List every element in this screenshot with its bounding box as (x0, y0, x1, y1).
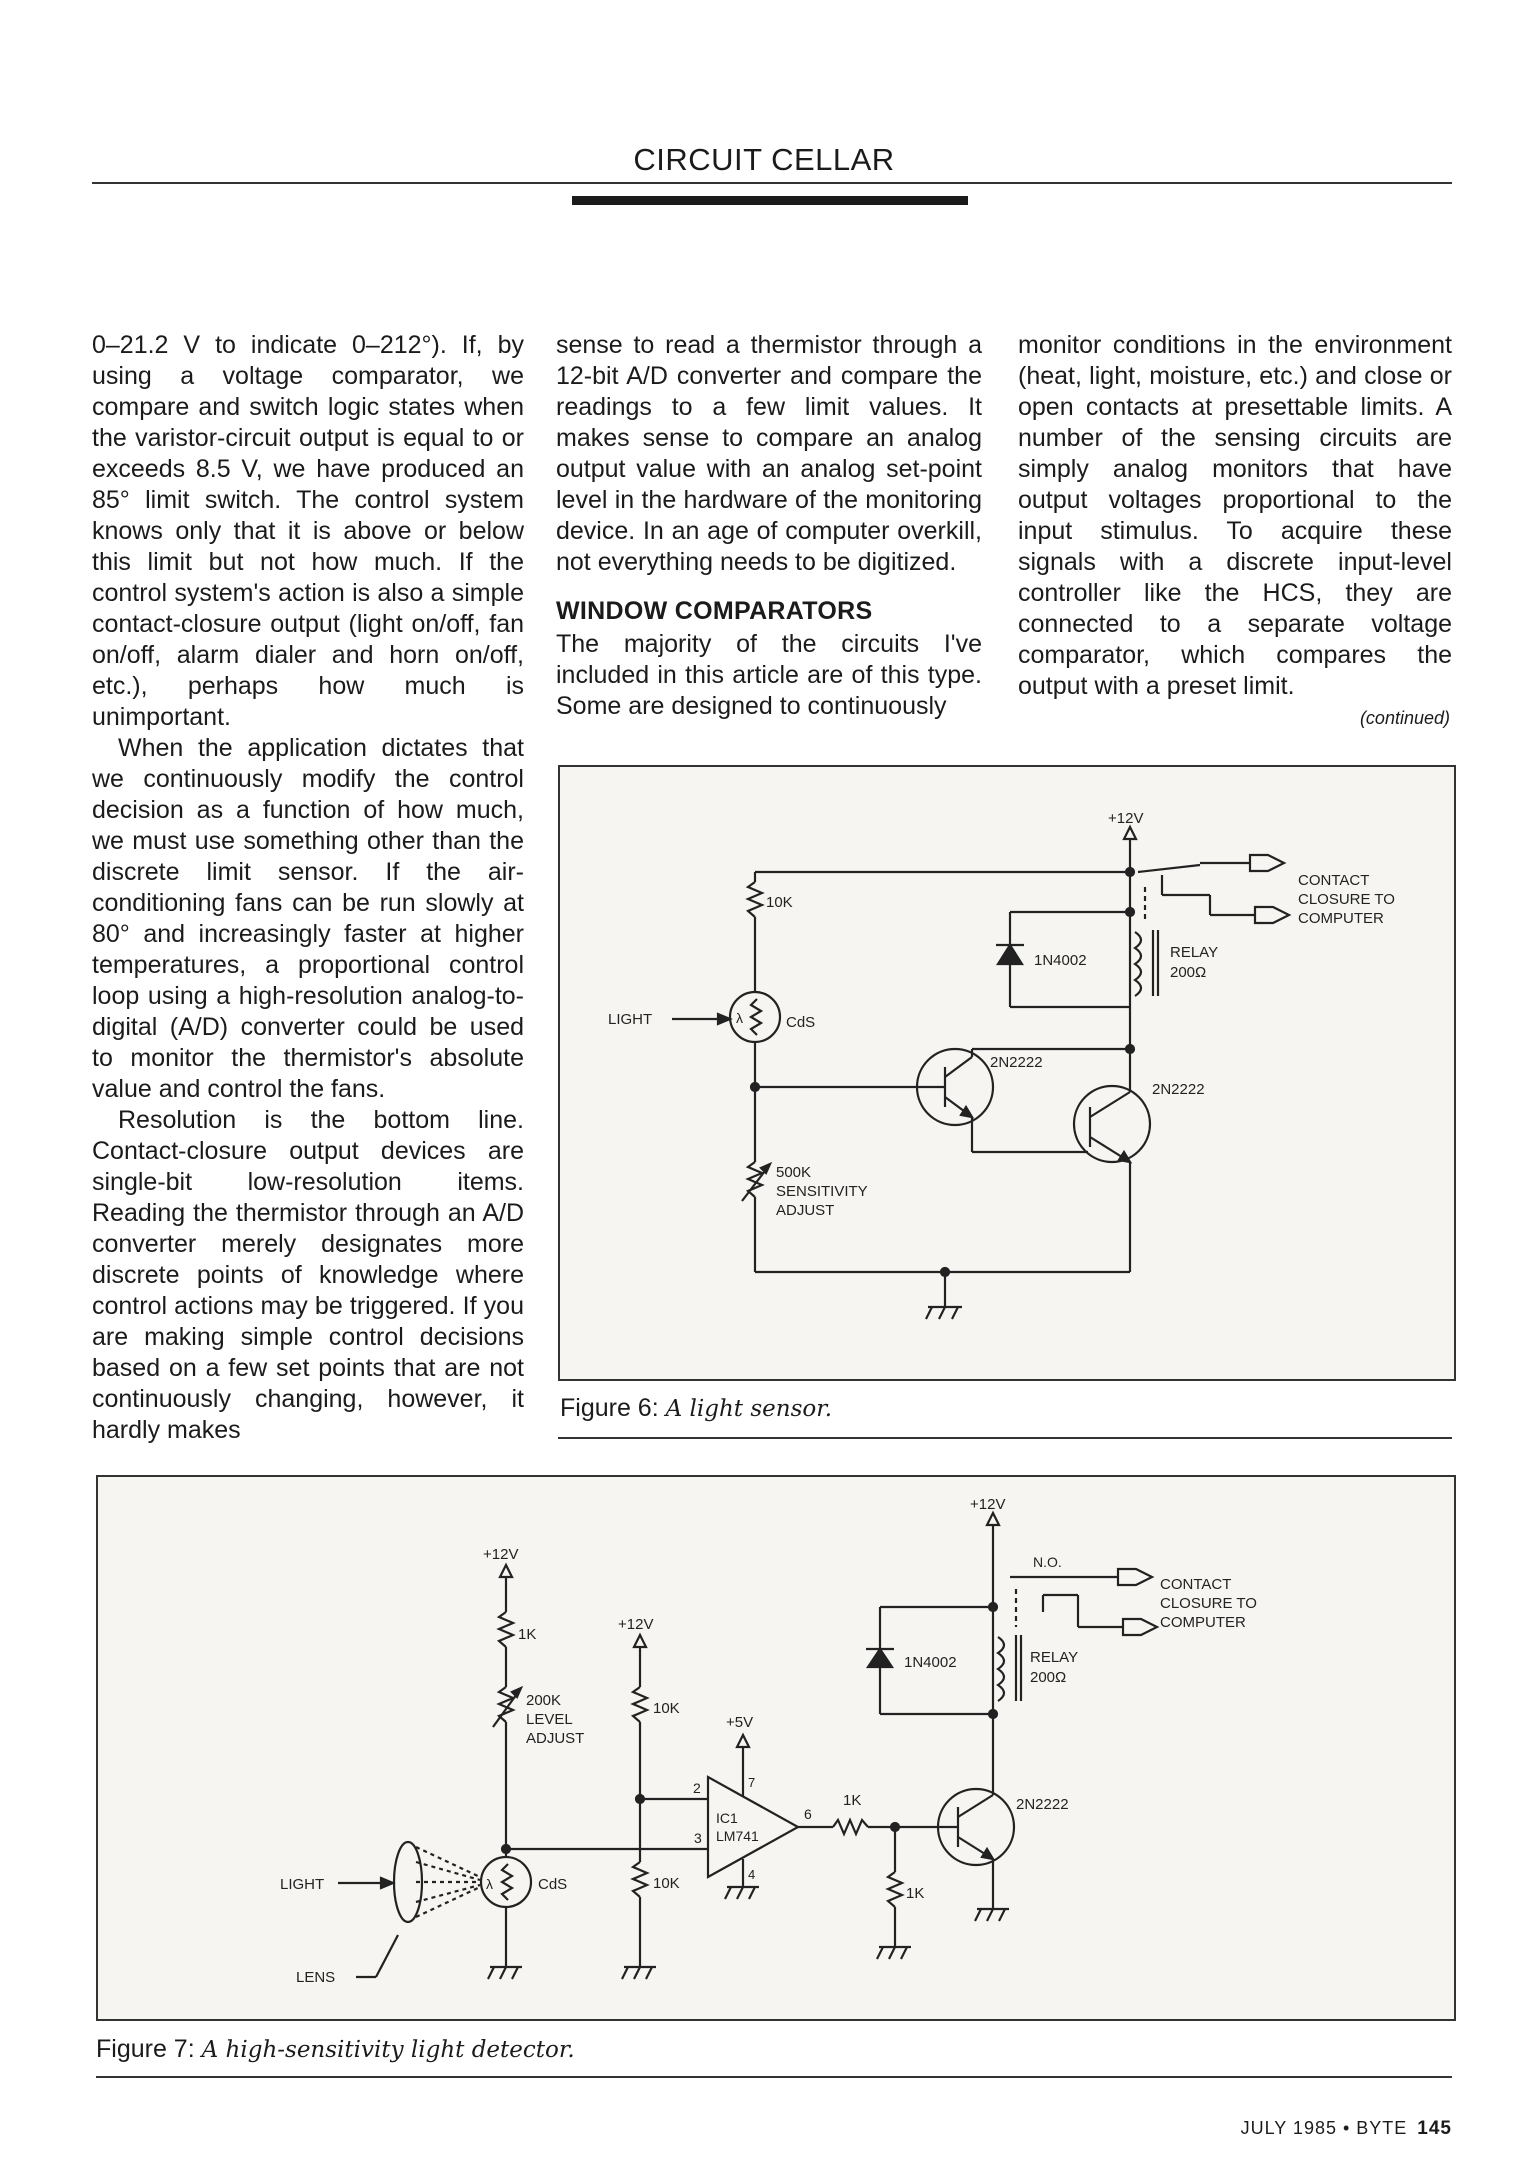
caption-text: A light sensor. (665, 1396, 833, 1422)
label-pot-adjust: ADJUST (776, 1202, 834, 1219)
light-sensor-circuit: +12V 10K λ CdS LIGHT 500K SENSITIVITY AD… (608, 810, 1395, 1320)
figure-6-schematic: +12V 10K λ CdS LIGHT 500K SENSITIVITY AD… (558, 765, 1456, 1381)
label-vcc3: +5V (726, 1714, 753, 1731)
label-computer: COMPUTER (1298, 910, 1384, 927)
label-r1: 1K (518, 1626, 536, 1643)
label-q1: 2N2222 (990, 1054, 1043, 1071)
footer-issue: JULY 1985 • BYTE (1240, 2118, 1408, 2138)
label-r1: 10K (766, 894, 793, 911)
label-closure: CLOSURE TO (1160, 1595, 1257, 1612)
label-lm741: LM741 (716, 1828, 759, 1844)
text-column-1: 0–21.2 V to indicate 0–212°). If, by usi… (92, 330, 524, 1446)
section-heading: WINDOW COMPARATORS (556, 597, 873, 625)
caption-label: Figure 6: (560, 1394, 659, 1422)
running-header: CIRCUIT CELLAR (633, 142, 895, 177)
label-vcc: +12V (1108, 810, 1143, 827)
paragraph: monitor conditions in the environment (h… (1018, 331, 1452, 700)
high-sensitivity-light-detector-circuit: +12V 1K 200K LEVEL ADJUST λ CdS LIGHT LE… (280, 1496, 1257, 1986)
label-closure: CLOSURE TO (1298, 891, 1395, 908)
label-r5: 1K (906, 1885, 924, 1902)
label-diode: 1N4002 (904, 1654, 957, 1671)
label-pin7: 7 (748, 1775, 755, 1790)
label-pin3: 3 (694, 1830, 702, 1846)
label-pot-adjust: ADJUST (526, 1730, 584, 1747)
label-q2: 2N2222 (1152, 1081, 1205, 1098)
label-pot: 200K (526, 1692, 561, 1709)
label-lambda: λ (736, 1010, 743, 1026)
paragraph: The majority of the circuits I've includ… (556, 630, 982, 720)
label-relay-ohm: 200Ω (1030, 1669, 1066, 1686)
label-r4: 1K (843, 1792, 861, 1809)
caption-label: Figure 7: (96, 2035, 195, 2063)
label-cds: CdS (786, 1014, 815, 1031)
label-computer: COMPUTER (1160, 1614, 1246, 1631)
continued-note: (continued) (1359, 708, 1450, 728)
label-pin2: 2 (693, 1780, 701, 1796)
header-rule (92, 182, 1452, 184)
label-vcc2: +12V (618, 1616, 653, 1633)
label-contact: CONTACT (1298, 872, 1369, 889)
page-number: 145 (1417, 2118, 1452, 2139)
label-pot-level: LEVEL (526, 1711, 573, 1728)
figure-7-caption: Figure 7: A high-sensitivity light detec… (96, 2035, 575, 2064)
label-relay: RELAY (1170, 944, 1218, 961)
label-contact: CONTACT (1160, 1576, 1231, 1593)
label-r3: 10K (653, 1875, 680, 1892)
paragraph: When the application dictates that we co… (92, 734, 524, 1103)
paragraph: sense to read a thermistor through a 12-… (556, 331, 982, 576)
label-ic1: IC1 (716, 1810, 738, 1826)
caption-rule (558, 1437, 1452, 1439)
label-relay: RELAY (1030, 1649, 1078, 1666)
label-pot-sensitivity: SENSITIVITY (776, 1183, 868, 1200)
label-r2: 10K (653, 1700, 680, 1717)
label-q1: 2N2222 (1016, 1796, 1069, 1813)
label-vcc4: +12V (970, 1496, 1005, 1513)
label-light: LIGHT (608, 1011, 652, 1028)
figure-6-caption: Figure 6: A light sensor. (560, 1394, 832, 1423)
caption-text: A high-sensitivity light detector. (201, 2037, 575, 2063)
paragraph: Resolution is the bottom line. Contact-c… (92, 1106, 524, 1444)
header-bar (572, 196, 968, 205)
label-light: LIGHT (280, 1876, 324, 1893)
label-diode: 1N4002 (1034, 952, 1087, 969)
label-pot: 500K (776, 1164, 811, 1181)
label-lambda: λ (486, 1876, 493, 1892)
figure-7-schematic: +12V 1K 200K LEVEL ADJUST λ CdS LIGHT LE… (96, 1475, 1456, 2021)
label-relay-ohm: 200Ω (1170, 964, 1206, 981)
paragraph: 0–21.2 V to indicate 0–212°). If, by usi… (92, 331, 524, 731)
caption-rule (96, 2076, 1452, 2078)
label-vcc1: +12V (483, 1546, 518, 1563)
label-normally-open: N.O. (1033, 1554, 1062, 1570)
text-column-3: monitor conditions in the environment (h… (1018, 330, 1452, 702)
label-pin6: 6 (804, 1806, 812, 1822)
text-column-2: sense to read a thermistor through a 12-… (556, 330, 982, 722)
page-footer: JULY 1985 • BYTE 145 (1241, 2118, 1452, 2140)
label-lens: LENS (296, 1969, 335, 1986)
label-cds: CdS (538, 1876, 567, 1893)
label-pin4: 4 (748, 1867, 755, 1882)
